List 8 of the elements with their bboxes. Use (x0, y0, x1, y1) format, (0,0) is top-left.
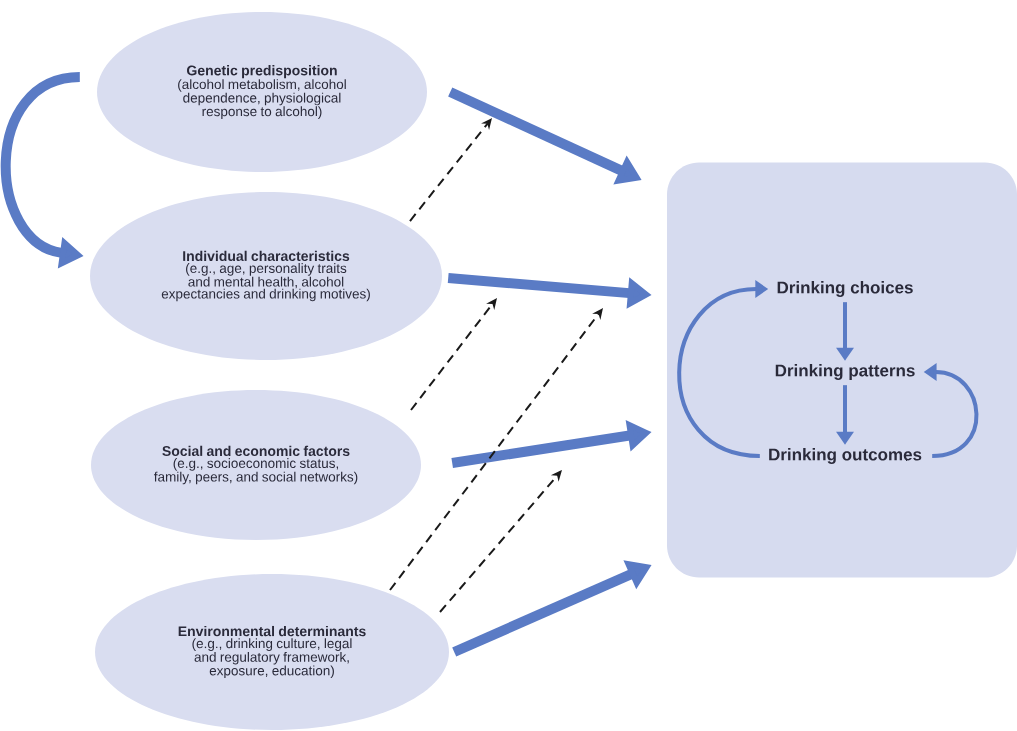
dashed-arrow (409, 118, 492, 222)
stage-label: Drinking patterns (775, 364, 915, 380)
stage-label: Drinking choices (777, 281, 913, 297)
dashed-arrow (389, 308, 603, 591)
outcome-panel (667, 162, 1017, 578)
stage-label: Drinking outcomes (769, 448, 922, 464)
dashed-arrow (439, 470, 562, 613)
dashed-arrow (410, 298, 497, 411)
